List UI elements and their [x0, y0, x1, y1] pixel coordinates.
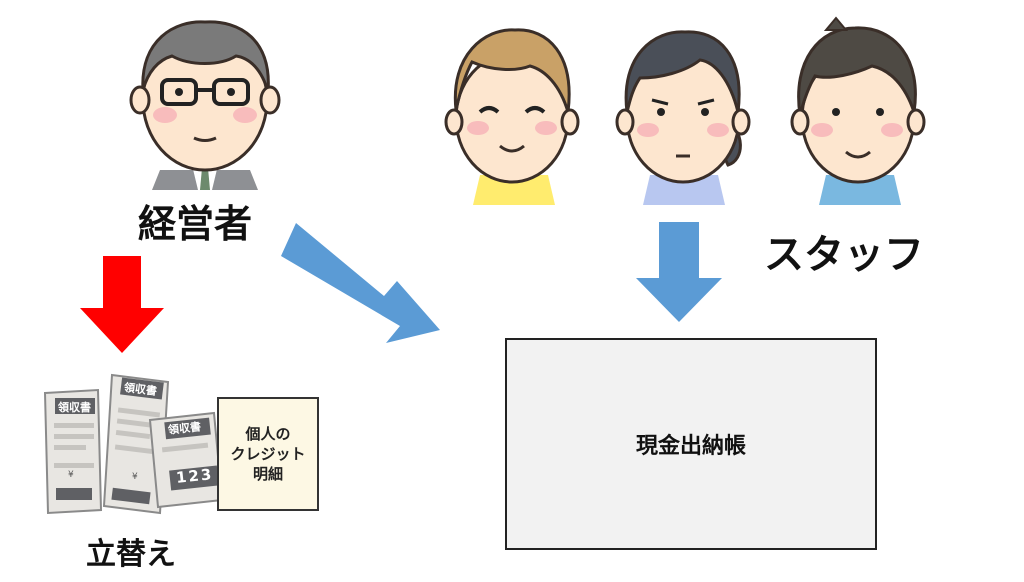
yen-symbol: ¥: [132, 472, 138, 482]
receipt-icon: [43, 388, 103, 515]
staff-avatar: [444, 28, 580, 205]
credit-line-2: クレジット: [230, 444, 306, 463]
receipt-title: 領収書: [58, 401, 91, 414]
credit-line-1: 個人の: [245, 424, 291, 443]
receipt-icon: [148, 411, 224, 509]
receipt-title: 領収書: [167, 420, 202, 437]
tatekae-label: 立替え: [86, 537, 176, 572]
cashbook-title: 現金出納帳: [635, 434, 746, 459]
staff-avatar: [790, 16, 926, 205]
diagonal-arrow-icon: [281, 223, 440, 343]
credit-statement-card: 個人の クレジット 明細: [217, 397, 319, 511]
staff-label: スタッフ: [764, 232, 924, 278]
owner-label: 経営者: [138, 202, 253, 246]
staff-avatar: [615, 30, 751, 205]
cashbook-box: 現金出納帳: [505, 338, 877, 550]
receipt-icon: [102, 373, 170, 515]
yen-symbol: ¥: [68, 470, 74, 480]
owner-avatar: [129, 20, 281, 190]
down-arrow-icon: [636, 222, 722, 322]
credit-line-3: 明細: [252, 465, 283, 484]
down-arrow-icon: [80, 256, 164, 353]
